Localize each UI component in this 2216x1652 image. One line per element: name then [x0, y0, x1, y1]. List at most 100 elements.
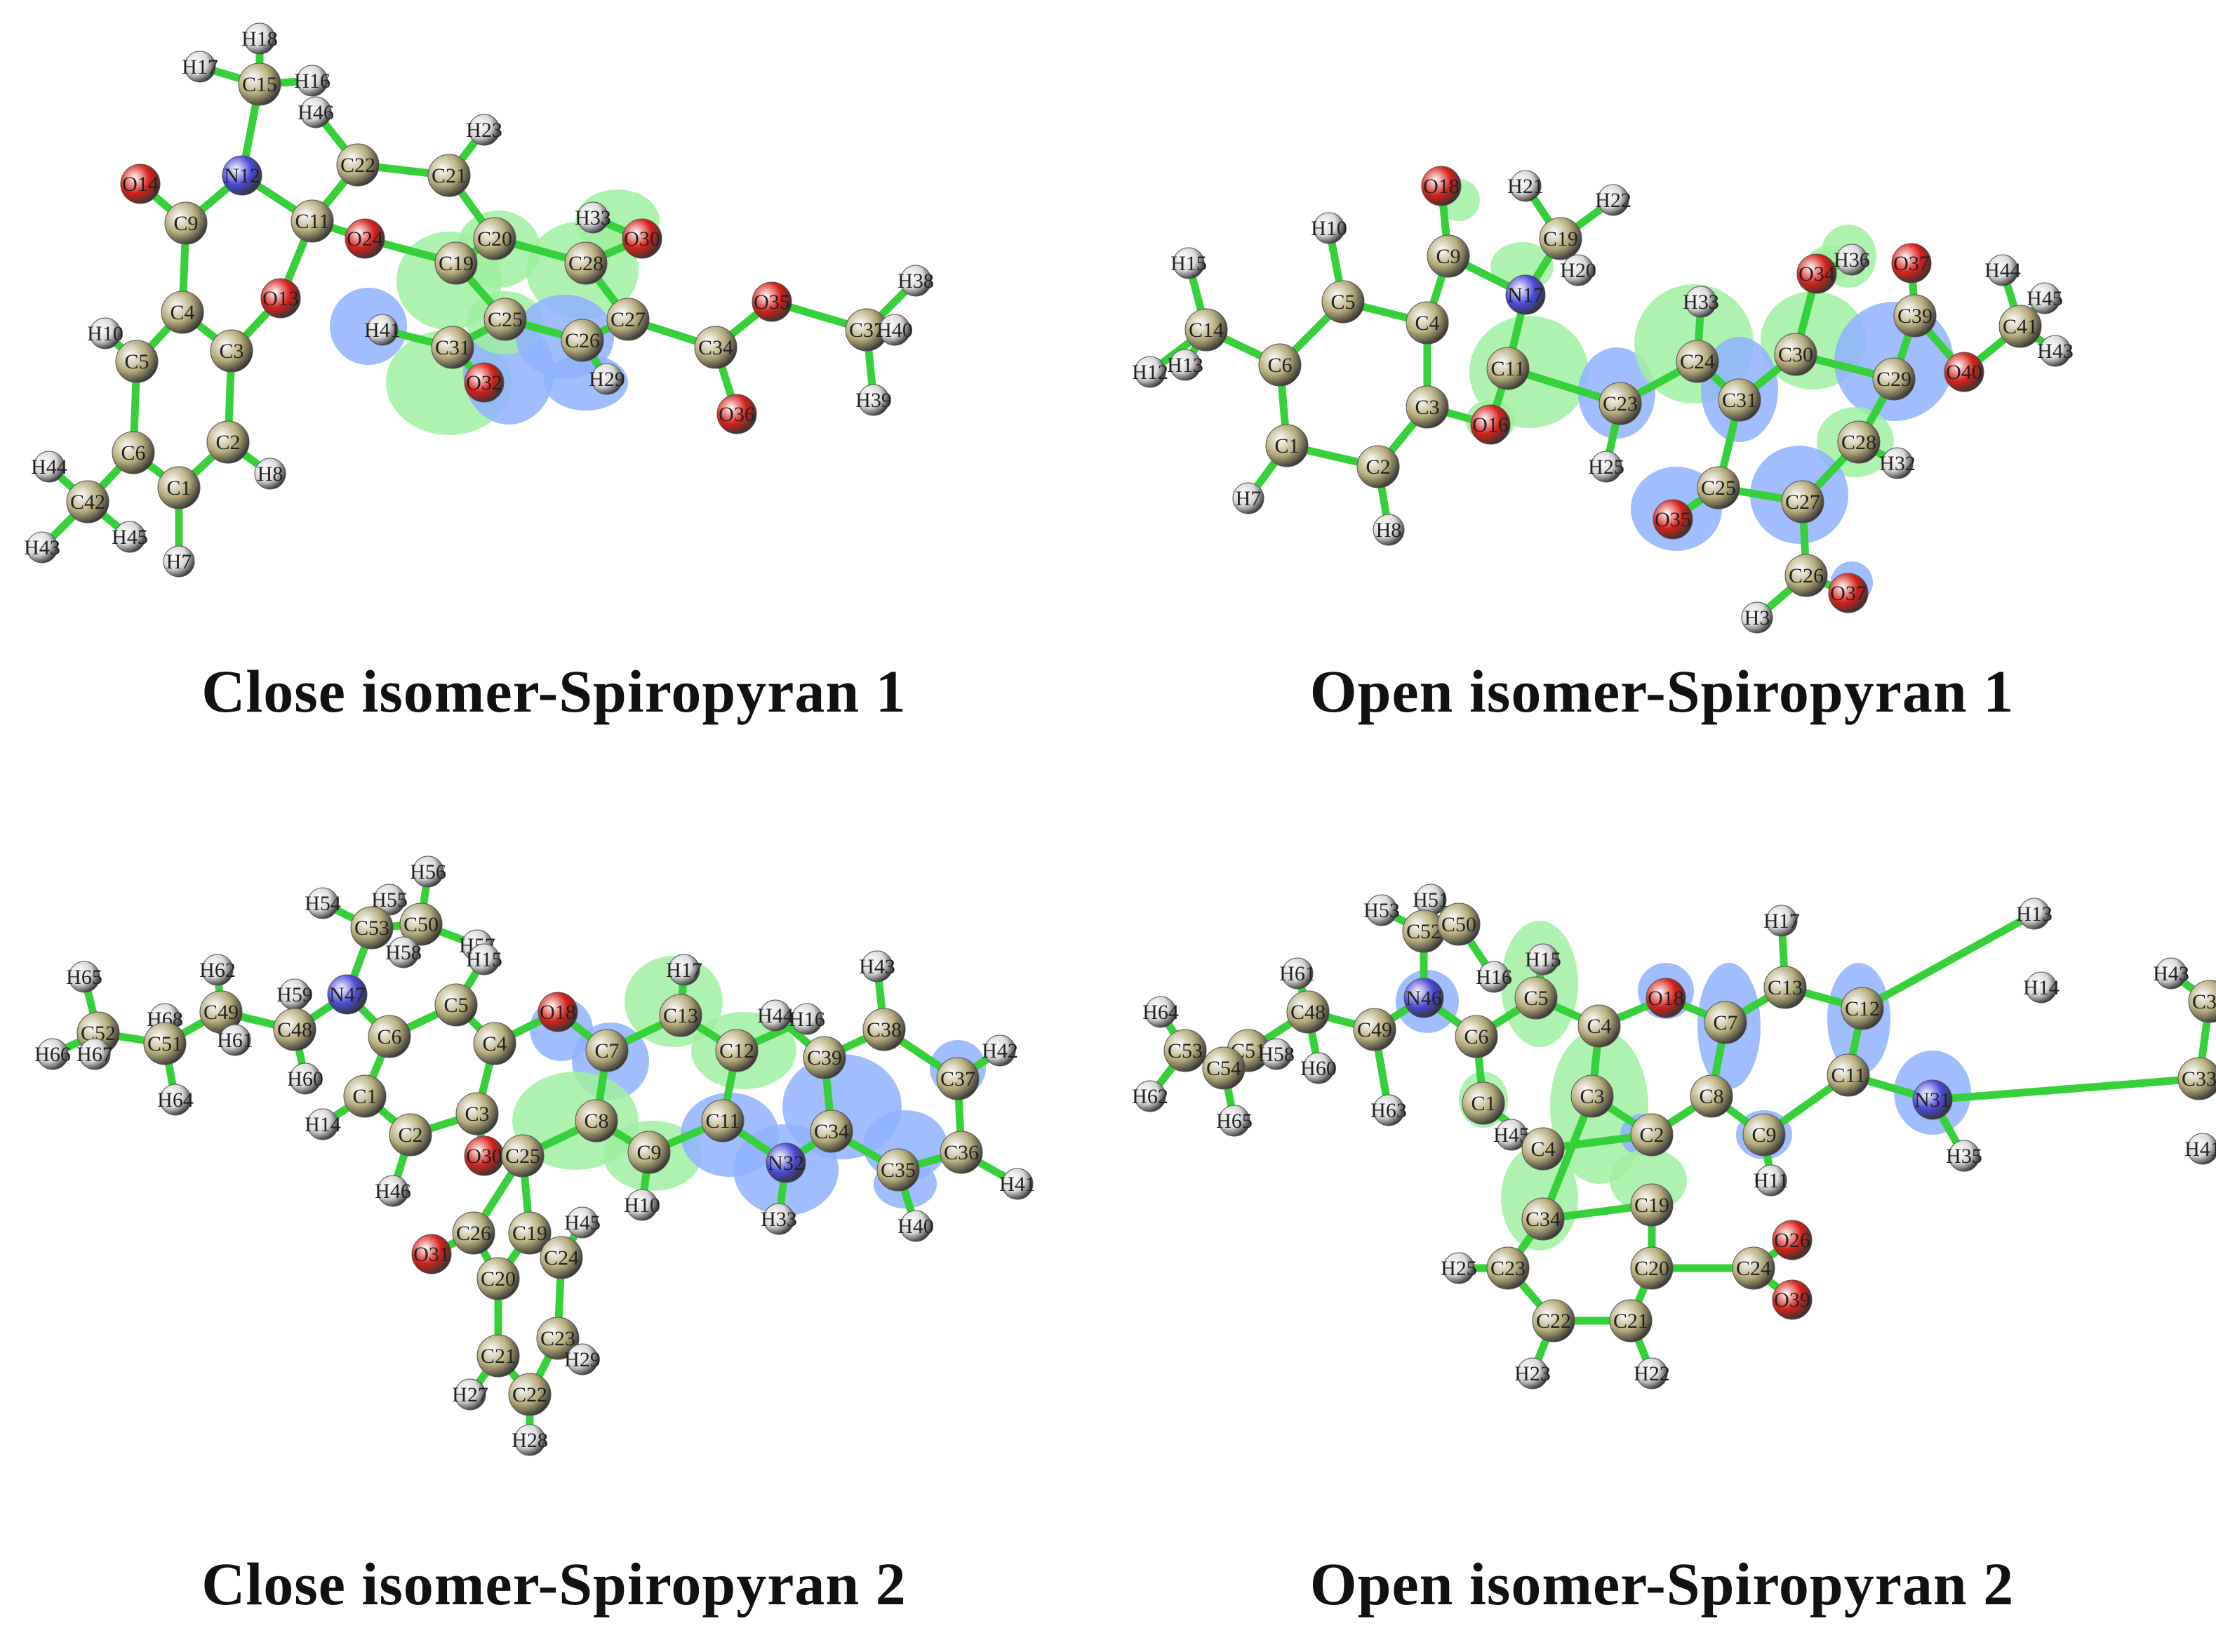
- atom-h44: [759, 999, 792, 1032]
- atom-label: H36: [1834, 248, 1870, 272]
- atom-h66: [36, 1038, 69, 1070]
- atom-label: C9: [1436, 245, 1460, 268]
- atom-label: H17: [1763, 910, 1800, 933]
- atom-c8: [575, 1099, 618, 1143]
- atom-label: O30: [466, 1145, 502, 1168]
- atom-h33: [1685, 286, 1717, 318]
- atom-label: C6: [121, 441, 145, 465]
- atom-label: H60: [1300, 1057, 1337, 1080]
- atom-c4: [1406, 301, 1449, 345]
- atom-h40: [900, 1210, 932, 1242]
- atom-label: H25: [1588, 455, 1624, 479]
- atom-h28: [514, 1424, 546, 1456]
- atom-label: C19: [512, 1222, 547, 1245]
- atom-h65: [1218, 1105, 1250, 1137]
- atom-c8: [1690, 1074, 1733, 1118]
- atom-c9: [164, 201, 208, 245]
- atom-c4b: [1521, 1127, 1565, 1171]
- atom-label: O16: [1472, 413, 1509, 437]
- atom-h14: [307, 1108, 339, 1140]
- atom-label: H28: [512, 1429, 548, 1452]
- atom-c34b: [1521, 1197, 1565, 1241]
- atom-label: O30: [624, 227, 660, 251]
- atom-label: H12: [1132, 361, 1168, 384]
- atom-o14: [120, 164, 161, 204]
- atom-h18: [243, 22, 276, 55]
- atom-c7: [1704, 1001, 1747, 1044]
- atom-c1: [343, 1074, 387, 1118]
- atom-h41: [366, 314, 399, 346]
- atom-c36: [940, 1131, 983, 1174]
- atom-label: H8: [1376, 519, 1402, 542]
- atom-c3: [1570, 1074, 1614, 1118]
- atom-h43: [861, 950, 893, 982]
- atom-label: H13: [2016, 902, 2053, 926]
- atom-c9: [1742, 1113, 1786, 1157]
- atom-label: O32: [466, 371, 502, 394]
- atom-o39: [1772, 1279, 1813, 1320]
- atom-c51: [143, 1022, 187, 1065]
- atom-h64: [1144, 996, 1177, 1028]
- atom-h15: [1527, 943, 1559, 975]
- atom-label: C51: [147, 1032, 182, 1055]
- atom-h8: [1373, 514, 1405, 546]
- atom-h25: [1443, 1252, 1475, 1284]
- atom-label: C14: [1189, 319, 1224, 342]
- atom-label: C13: [663, 1004, 698, 1027]
- atom-label: H62: [1132, 1085, 1168, 1108]
- atom-label: C6: [1464, 1025, 1488, 1048]
- atom-label: C4: [1587, 1015, 1611, 1038]
- atom-label: H13: [1167, 354, 1203, 377]
- atom-label: C11: [1491, 357, 1526, 380]
- atom-label: O35: [754, 291, 790, 314]
- atom-c26: [1784, 554, 1828, 597]
- atom-label: C34: [1526, 1208, 1561, 1231]
- atom-label: C2: [398, 1124, 422, 1147]
- atom-label: H44: [31, 455, 67, 479]
- atom-label: H17: [182, 55, 218, 79]
- atom-c23: [1486, 1246, 1530, 1290]
- atom-o40: [1944, 352, 1984, 392]
- atom-label: C49: [1357, 1018, 1392, 1041]
- atom-label: H43: [24, 536, 60, 559]
- atom-h40: [879, 314, 911, 346]
- atom-label: H67: [76, 1043, 113, 1066]
- atom-label: C20: [1634, 1257, 1669, 1280]
- atom-label: H32: [1879, 452, 1916, 475]
- molecule-close-spiropyran-2: H56H54H55C53C50H58H57H15H65H62H17H43N47H…: [34, 855, 1036, 1456]
- atom-label: C8: [1699, 1085, 1723, 1108]
- atom-label: C35: [881, 1159, 916, 1182]
- atom-c30: [1774, 333, 1817, 376]
- atom-label: H22: [1595, 189, 1631, 212]
- atom-c28: [1837, 420, 1881, 464]
- atom-label: H63: [1370, 1099, 1407, 1122]
- atom-h61: [1281, 957, 1314, 990]
- bond: [1858, 910, 2038, 1013]
- atom-n47: [327, 974, 368, 1015]
- atom-c35: [876, 1148, 920, 1192]
- atom-label: C9: [173, 212, 198, 235]
- atom-label: H16: [1476, 966, 1512, 989]
- atom-label: H33: [1683, 291, 1719, 314]
- atom-label: C52: [1406, 920, 1441, 943]
- atom-h27: [454, 1378, 486, 1411]
- atom-label: O35: [1655, 508, 1691, 531]
- atom-label: C5: [443, 994, 468, 1017]
- atom-c19: [508, 1211, 552, 1255]
- atom-label: C3: [219, 340, 243, 363]
- atom-label: C48: [277, 1018, 312, 1041]
- atom-h45: [2029, 282, 2061, 314]
- caption-open-spiropyran-1: Open isomer-Spiropyran 1: [1309, 658, 2015, 725]
- atom-label: C25: [1701, 477, 1736, 500]
- atom-label: C26: [456, 1222, 491, 1245]
- atom-h3: [1741, 601, 1773, 634]
- atom-c4: [473, 1022, 516, 1065]
- atom-label: H10: [624, 1194, 660, 1217]
- atom-label: C24: [544, 1246, 579, 1270]
- molecule-open-spiropyran-2: H53H51C52C50H13H42H17H15H16H61C37H43N46C…: [1132, 884, 2216, 1390]
- atom-label: C4: [482, 1032, 507, 1055]
- atom-label: C53: [1168, 1039, 1203, 1063]
- atom-c54: [1202, 1046, 1246, 1090]
- atom-label: H53: [1363, 899, 1400, 922]
- atom-label: N47: [329, 983, 366, 1006]
